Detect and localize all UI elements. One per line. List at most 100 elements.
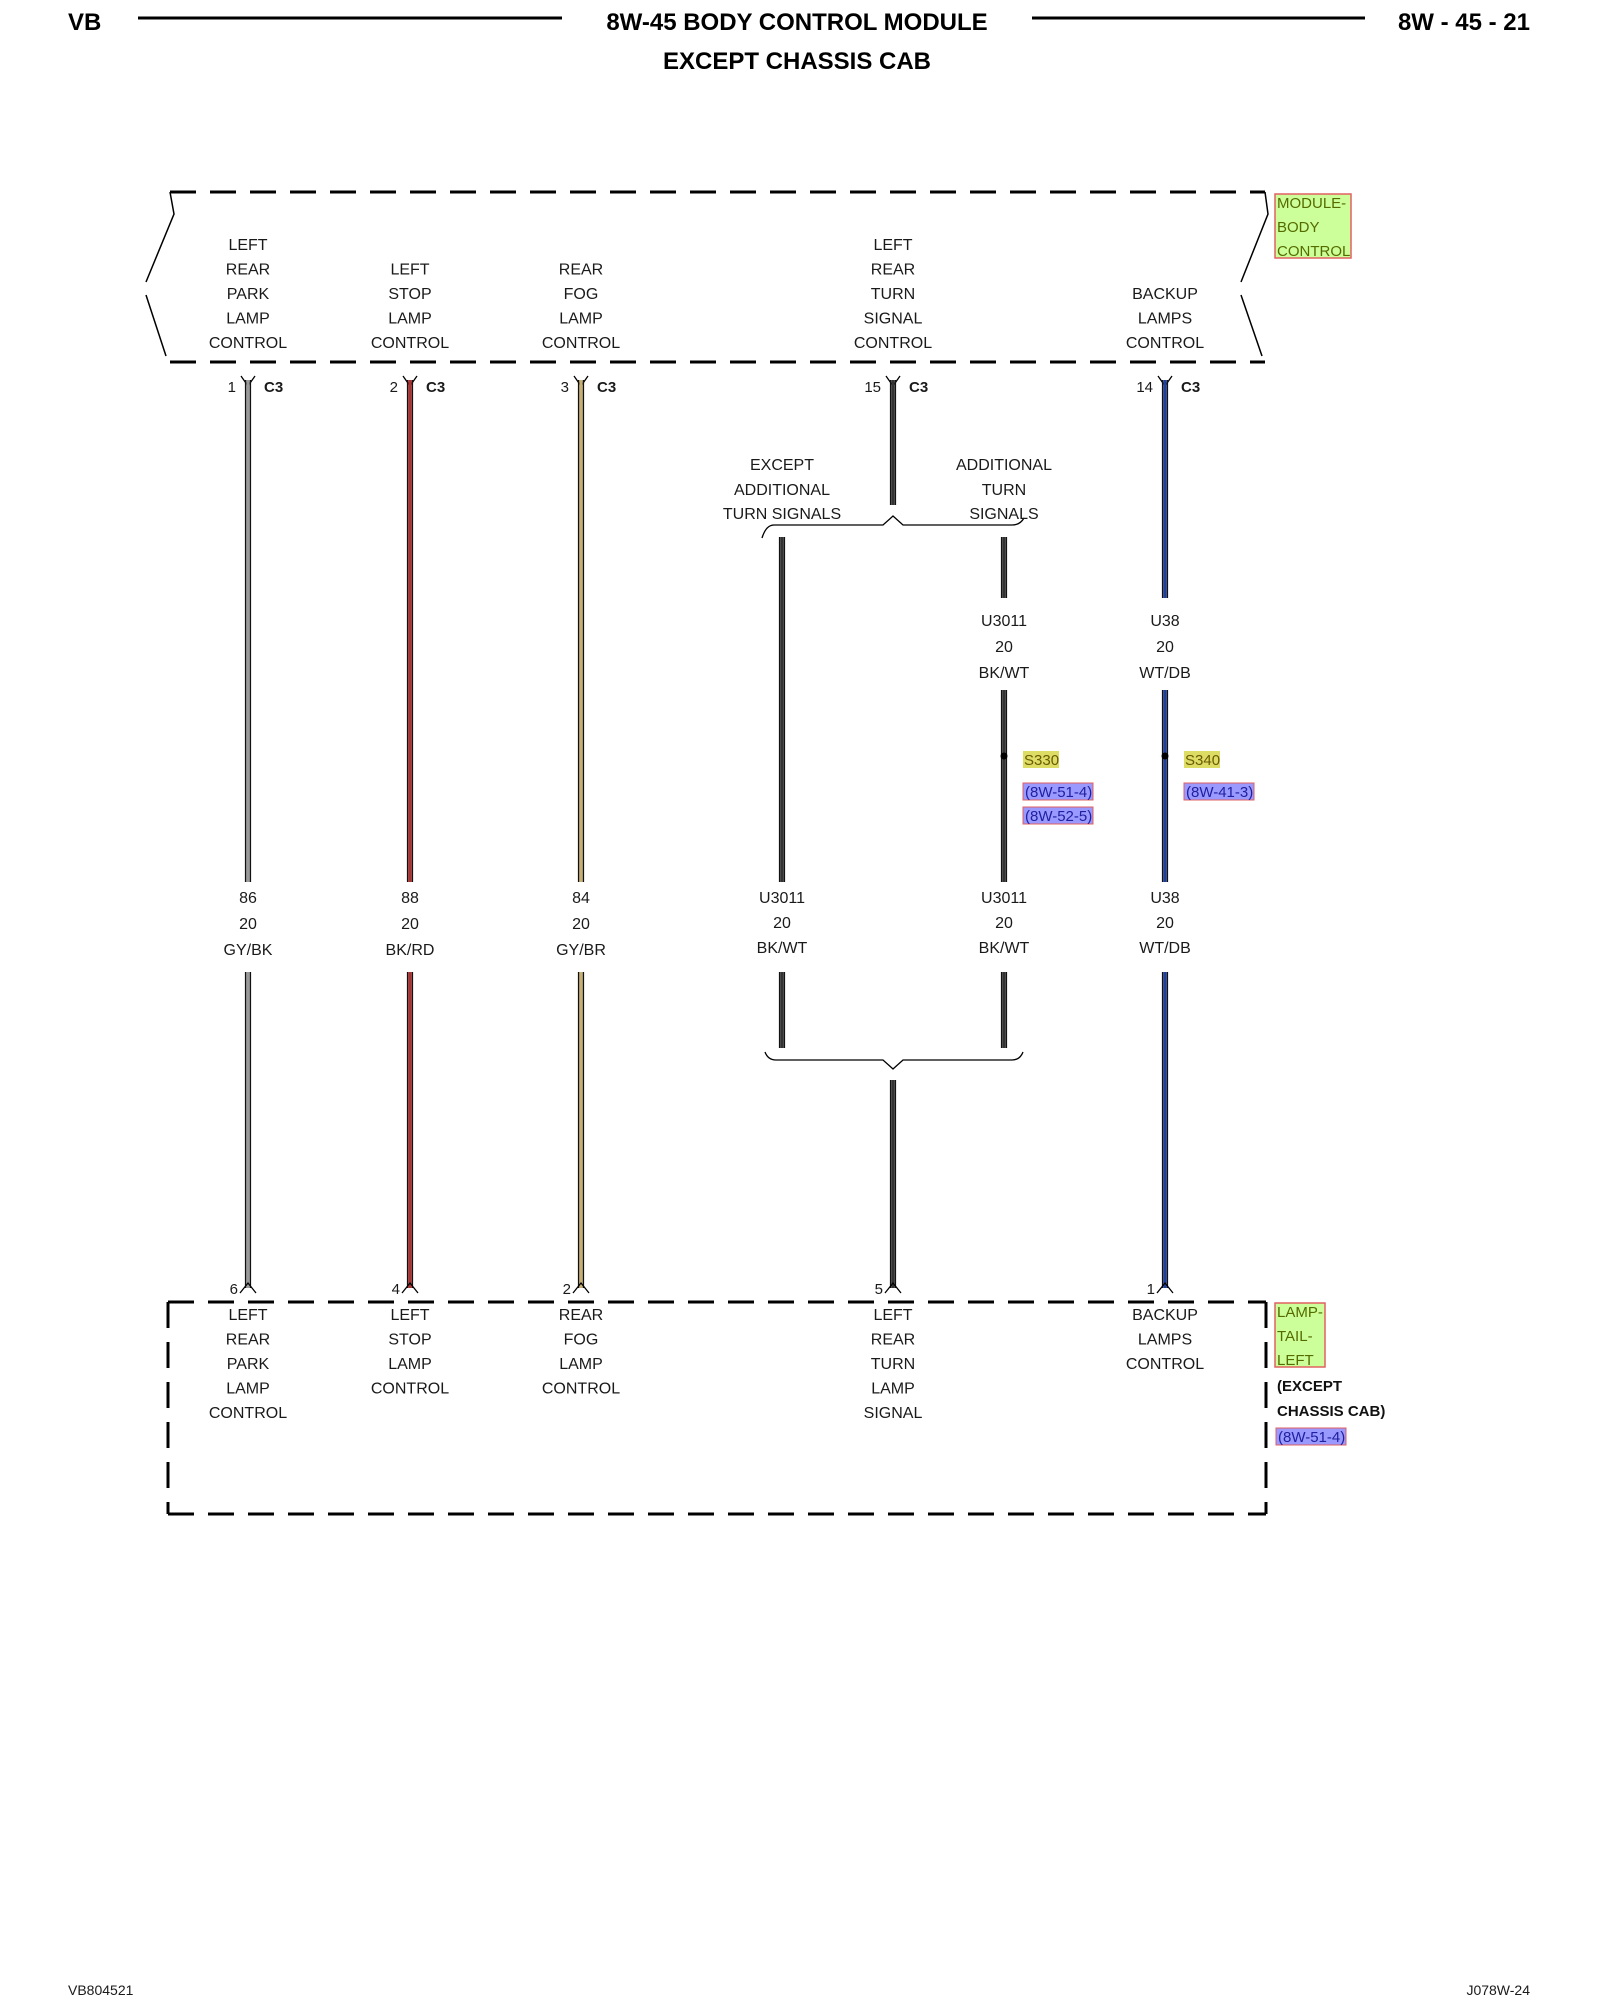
wire-gauge: 20 bbox=[1156, 639, 1174, 656]
function-label-line: LEFT bbox=[873, 1307, 912, 1324]
component-tag-line: CONTROL bbox=[1277, 243, 1350, 260]
function-label-line: REAR bbox=[871, 262, 915, 279]
page-title: 8W-45 BODY CONTROL MODULE bbox=[606, 9, 987, 36]
component-note-line: CHASSIS CAB) bbox=[1277, 1403, 1385, 1420]
component-tag-line: MODULE- bbox=[1277, 195, 1346, 212]
connector-id: C3 bbox=[1181, 379, 1200, 396]
wire-segment bbox=[778, 537, 786, 882]
component-tag-line: LEFT bbox=[1277, 1352, 1314, 1369]
splice-id: S330 bbox=[1024, 752, 1059, 769]
branch-label-line: ADDITIONAL bbox=[956, 457, 1052, 474]
connector-id: C3 bbox=[597, 379, 616, 396]
pin-caret-icon bbox=[884, 1281, 902, 1294]
connector-pin: 2 bbox=[563, 1281, 590, 1298]
wire-segment bbox=[577, 380, 585, 882]
upper-wire-label-u38: U38 20 WT/DB bbox=[1139, 613, 1191, 682]
wire-gauge: 20 bbox=[773, 915, 791, 932]
splice-id: S340 bbox=[1185, 752, 1220, 769]
function-label-line: CONTROL bbox=[542, 335, 620, 352]
function-label-line: LEFT bbox=[390, 1307, 429, 1324]
splice-dot bbox=[1161, 752, 1169, 760]
function-label-line: REAR bbox=[226, 1332, 270, 1349]
function-label-line: SIGNAL bbox=[864, 1405, 923, 1422]
function-label-line: LAMP bbox=[871, 1381, 915, 1398]
splice-tag-box bbox=[1184, 751, 1220, 768]
wire-circuit: U38 bbox=[1150, 890, 1179, 907]
function-label-line: REAR bbox=[871, 1332, 915, 1349]
branch-label-line: SIGNALS bbox=[969, 506, 1038, 523]
function-label-line: REAR bbox=[559, 1307, 603, 1324]
wire-circuit: 84 bbox=[572, 890, 590, 907]
branch-label-additional: ADDITIONAL TURN SIGNALS bbox=[956, 457, 1052, 523]
wire-segment bbox=[244, 972, 252, 1288]
wire-gauge: 20 bbox=[1156, 915, 1174, 932]
component-ref: (8W-51-4) bbox=[1278, 1429, 1345, 1446]
connector-pin: 4 bbox=[392, 1281, 419, 1298]
splice-s330[interactable]: S330 (8W-51-4) (8W-52-5) bbox=[1000, 751, 1094, 825]
pin-number: 4 bbox=[392, 1281, 400, 1298]
splice-ref: (8W-41-3) bbox=[1186, 784, 1253, 801]
splice-ref-8w-41-3[interactable]: (8W-41-3) bbox=[1183, 782, 1255, 801]
function-label-line: LAMP bbox=[559, 311, 603, 328]
wire-color: BK/WT bbox=[757, 940, 808, 957]
splice-ref-8w-51-4[interactable]: (8W-51-4) bbox=[1022, 782, 1094, 801]
wire-segment bbox=[1000, 690, 1008, 882]
wire-segment bbox=[1161, 972, 1169, 1288]
pin-caret-icon bbox=[239, 1281, 257, 1294]
function-label-line: STOP bbox=[388, 1332, 431, 1349]
function-label-line: BACKUP bbox=[1132, 286, 1198, 303]
lamp-tail-left-tag[interactable]: LAMP- TAIL- LEFT bbox=[1274, 1302, 1326, 1369]
branch-bracket-bottom bbox=[764, 1051, 1024, 1070]
component-tag-line: TAIL- bbox=[1277, 1328, 1313, 1345]
splice-tag-box bbox=[1023, 751, 1059, 768]
ref-tag-box bbox=[1022, 782, 1094, 801]
component-tag-line: LAMP- bbox=[1277, 1304, 1323, 1321]
component-tag-box bbox=[1274, 1302, 1326, 1368]
pin-number: 2 bbox=[563, 1281, 571, 1298]
function-label-line: CONTROL bbox=[371, 335, 449, 352]
function-label-line: LAMP bbox=[388, 311, 432, 328]
bottom-ref-8w-51-4[interactable]: (8W-51-4) bbox=[1275, 1427, 1347, 1446]
splice-ref-8w-52-5[interactable]: (8W-52-5) bbox=[1022, 806, 1094, 825]
function-label-line: LAMPS bbox=[1138, 311, 1192, 328]
function-label-line: LAMP bbox=[226, 311, 270, 328]
function-label-line: LAMPS bbox=[1138, 1332, 1192, 1349]
wire-segment bbox=[1000, 537, 1008, 598]
component-note-line: (EXCEPT bbox=[1277, 1378, 1342, 1395]
wire-segment bbox=[889, 1080, 897, 1288]
branch-label-except: EXCEPT ADDITIONAL TURN SIGNALS bbox=[723, 457, 841, 523]
wire-segment bbox=[778, 972, 786, 1048]
wire-gauge: 20 bbox=[995, 915, 1013, 932]
function-label-line: LAMP bbox=[559, 1356, 603, 1373]
connector-pin: 1 bbox=[1147, 1281, 1174, 1298]
wire-circuit: U38 bbox=[1150, 613, 1179, 630]
component-tag-line: BODY bbox=[1277, 219, 1320, 236]
connector-pin: 5 bbox=[875, 1281, 902, 1298]
splice-s340[interactable]: S340 (8W-41-3) bbox=[1161, 751, 1255, 801]
wire-color: BK/WT bbox=[979, 665, 1030, 682]
function-label-line: REAR bbox=[559, 262, 603, 279]
function-label-line: CONTROL bbox=[371, 1381, 449, 1398]
wire-segment bbox=[406, 380, 414, 882]
wire-color: GY/BR bbox=[556, 942, 606, 959]
function-label-line: LEFT bbox=[228, 237, 267, 254]
function-label-line: CONTROL bbox=[209, 1405, 287, 1422]
upper-wire-label-u3011: U3011 20 BK/WT bbox=[979, 613, 1030, 682]
wires bbox=[244, 380, 1169, 1288]
page-subtitle: EXCEPT CHASSIS CAB bbox=[663, 48, 931, 75]
function-label-line: CONTROL bbox=[854, 335, 932, 352]
top-function-labels: LEFTREARPARKLAMPCONTROLLEFTSTOPLAMPCONTR… bbox=[209, 237, 1204, 352]
wire-circuit: U3011 bbox=[981, 890, 1027, 907]
module-body-control-tag[interactable]: MODULE- BODY CONTROL bbox=[1274, 193, 1352, 260]
branch-label-line: TURN bbox=[982, 482, 1026, 499]
wire-segment bbox=[1000, 972, 1008, 1048]
